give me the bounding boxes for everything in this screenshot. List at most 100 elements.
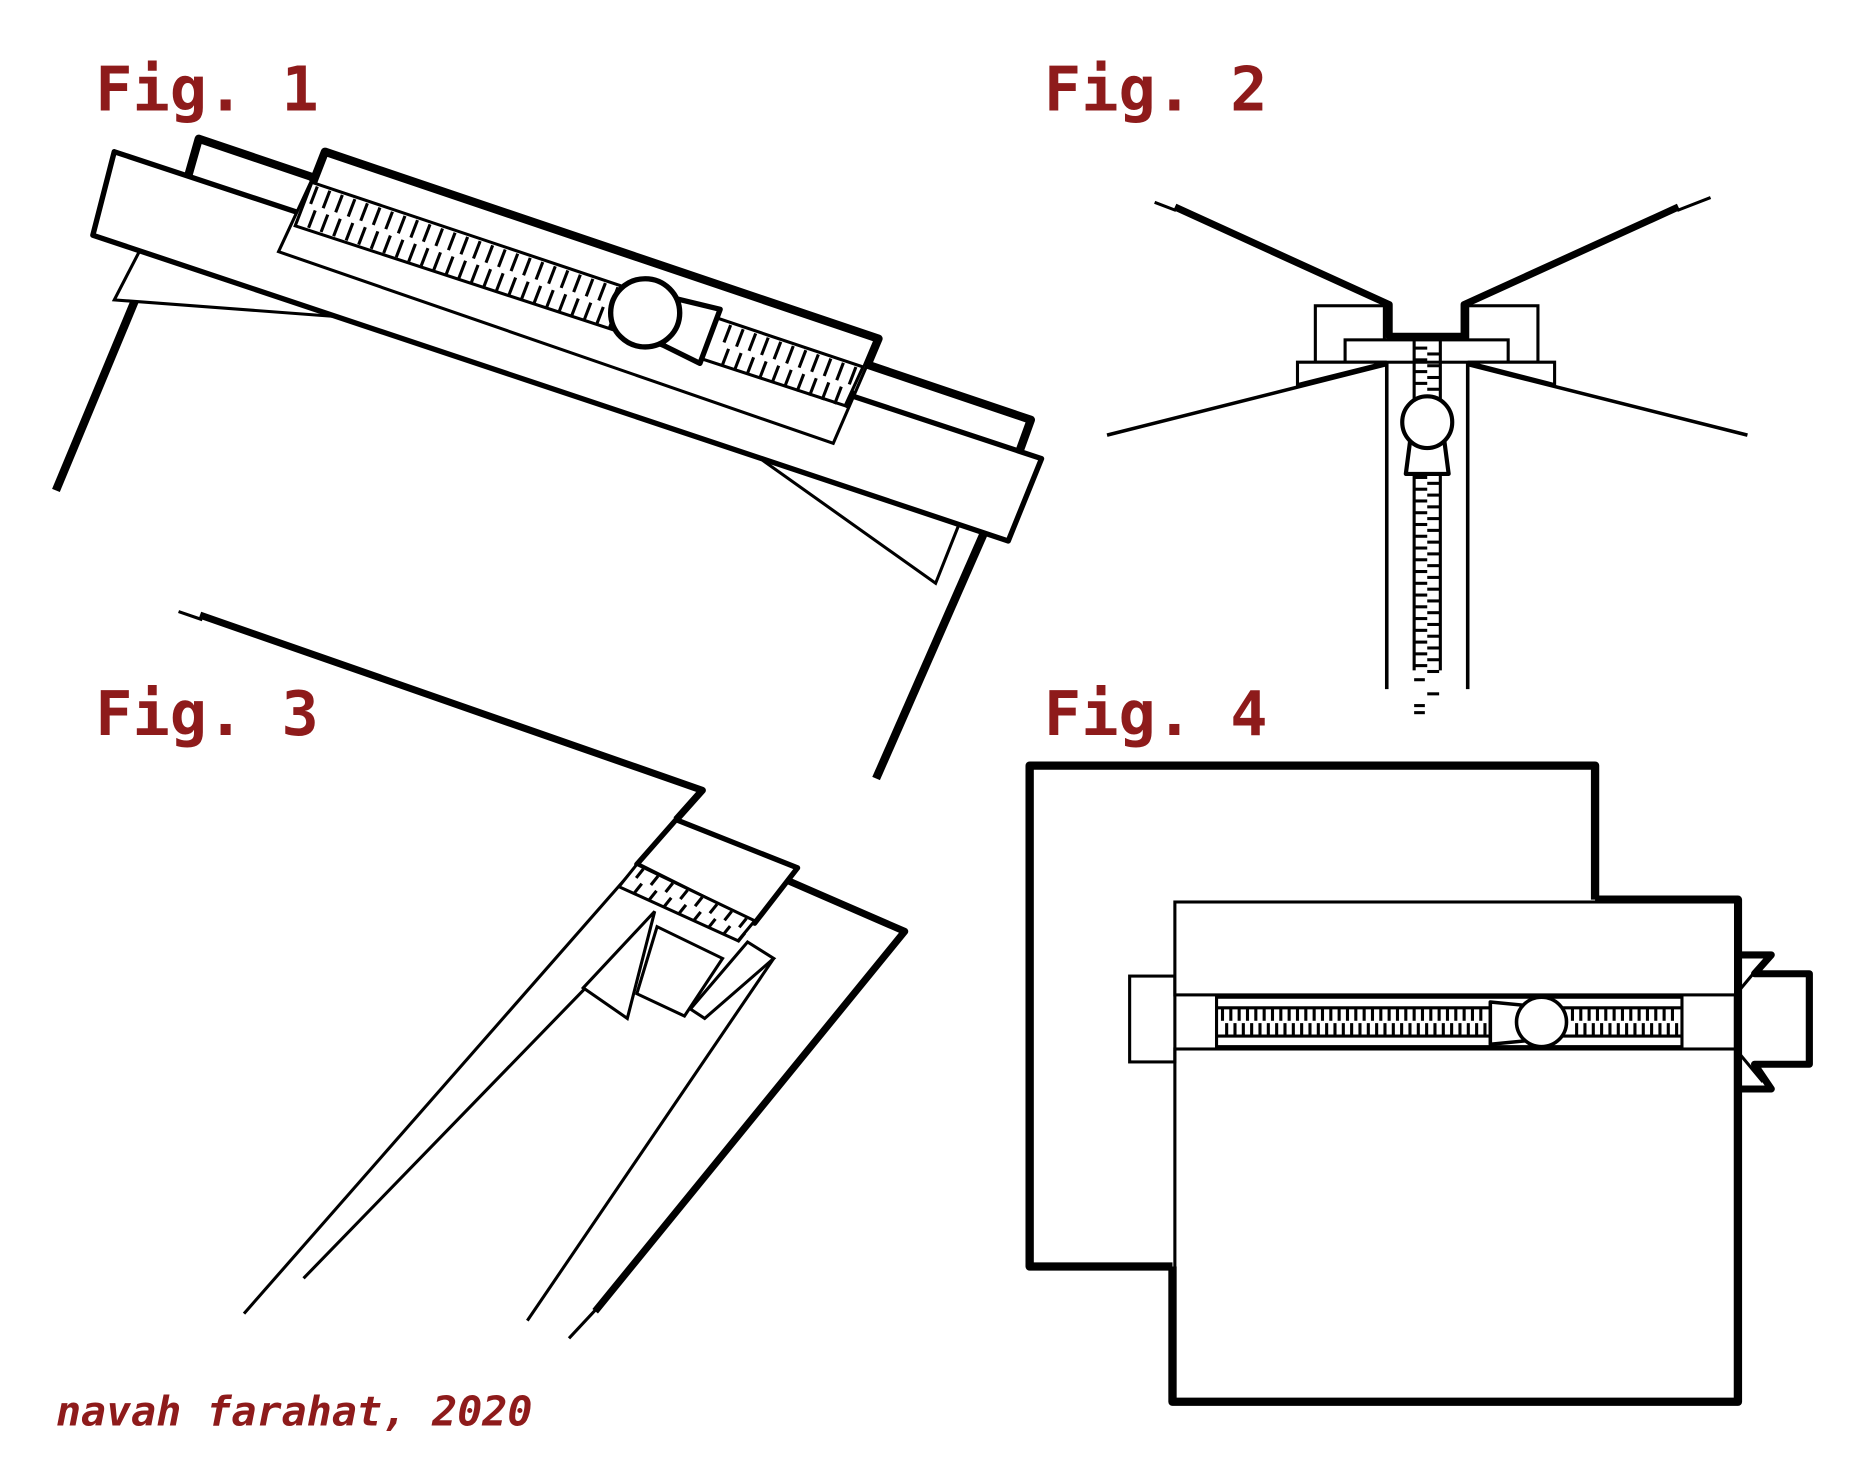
fig-4-label: Fig. 4 [1044,678,1268,750]
fig4-tab-diagonal-bottom [1734,1048,1765,1083]
zipper-tooth [545,289,555,309]
fig-4-drawing [1025,761,1813,1406]
zipper-tooth [534,261,545,281]
zipper-tooth [664,882,674,894]
zipper-tooth [758,360,768,380]
zipper-tooth [770,365,781,384]
fig2-left-extension [1154,200,1177,212]
zipper-tooth [559,269,570,289]
zipper-tooth [679,889,689,901]
fig1-right-leg [872,527,990,781]
fig3-left-long-line [242,863,640,1315]
fig1-teeth [307,186,858,409]
fig3-extension [178,610,203,622]
zipper-tooth [723,910,733,922]
zipper-tooth [833,386,843,405]
fig4-front-outline [1168,895,1743,1406]
zipper-tooth [472,240,482,260]
zipper-tooth [432,251,442,271]
fig2-outer-fold [1173,203,1680,340]
zipper-tooth [736,932,747,943]
zipper-tooth [346,198,357,218]
fig4-right-tab [1737,951,1813,1093]
zipper-tooth [357,226,367,246]
zipper-tooth [359,202,369,222]
zipper-tooth [693,896,704,908]
fig-2-drawing [1106,196,1748,715]
zipper-tooth [584,278,595,297]
zipper-tooth [648,889,658,901]
zipper-tooth [795,373,806,393]
zipper-tooth [662,896,673,908]
zipper-tooth [732,352,743,372]
zipper-tooth [557,293,568,313]
zipper-tooth [334,194,344,213]
fig3-right-long-line [526,957,776,1322]
zipper-tooth [582,302,593,321]
zipper-tooth [309,186,319,205]
fig4-zipper-tape [1214,995,1684,1049]
zipper-tooth [371,206,382,226]
zipper-tooth [810,353,820,373]
zipper-tooth [692,910,702,922]
fig-1-drawing [52,134,1045,781]
zipper-tooth [677,903,688,915]
zipper-tooth [633,882,643,894]
zipper-tooth [409,219,419,239]
fig2-left-slope [1106,362,1388,437]
fig-2-label: Fig. 2 [1044,54,1268,126]
zipper-tooth [321,190,332,209]
zipper-tooth [722,324,733,343]
zipper-tooth [522,257,532,276]
fig1-tape-top-edge [309,147,883,369]
zipper-tooth [808,377,818,397]
zipper-tooth [497,248,507,268]
zipper-tooth [509,253,520,272]
fig4-teeth [1220,1009,1679,1035]
fig2-right-slope [1467,362,1748,437]
fig3-block [634,924,725,1019]
fig1-zipper-slider [607,276,683,350]
zipper-tooth [396,215,407,234]
zipper-tooth [369,230,380,250]
zipper-tooth [394,239,405,258]
zipper-tooth [785,345,795,364]
zipper-tooth [344,222,355,241]
fig2-center-plate [1343,338,1510,364]
fig-3-label: Fig. 3 [95,678,319,750]
zipper-tooth [482,268,493,288]
zipper-tooth [507,277,518,296]
fig2-left-ledge [1295,360,1388,387]
zipper-tooth [797,349,808,369]
zipper-tooth [595,306,605,325]
fig4-upper-panel [1173,900,1738,997]
zipper-tooth [738,917,748,929]
fig1-left-leg [52,297,140,492]
zipper-tooth [307,209,317,229]
zipper-tooth [847,366,858,385]
fig2-zipper-slider [1400,394,1455,451]
author-caption: navah farahat, 2020 [56,1388,533,1436]
fig2-right-ledge [1467,360,1557,387]
fig2-right-extension [1676,196,1712,212]
zipper-tooth [822,358,833,377]
fig4-back-panel [1025,761,1600,1271]
zipper-tooth [747,332,758,352]
zipper-tooth [845,390,856,409]
zipper-tooth [597,282,607,302]
zipper-tooth [735,328,745,348]
zipper-tooth [649,875,660,886]
fig3-right-flap [688,939,777,1021]
zipper-tooth [708,903,719,915]
zipper-tooth [384,211,394,230]
zipper-tooth [421,223,432,243]
zipper-tooth [382,235,392,254]
zipper-tooth [634,868,645,879]
zipper-tooth [434,227,445,247]
zipper-tooth [407,243,417,262]
fig4-zipper-slider [1514,995,1569,1049]
zipper-tooth [820,381,831,401]
zipper-tooth [707,918,717,929]
